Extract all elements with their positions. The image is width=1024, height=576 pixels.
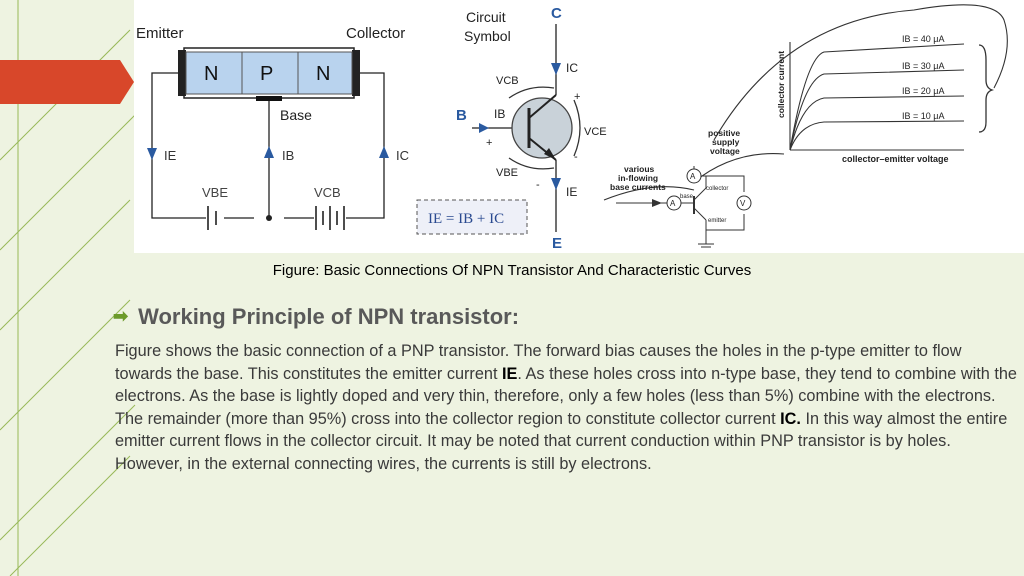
plus-sign-2: + (486, 137, 492, 149)
body-text: Figure shows the basic connection of a P… (115, 340, 1020, 476)
voltmeter: V (740, 199, 746, 208)
minus-sign-1: - (574, 151, 578, 163)
paragraph-2: The remainder (more than 95%) cross into… (115, 408, 1020, 476)
plus-sign-1: + (574, 91, 580, 103)
figure-caption: Figure: Basic Connections Of NPN Transis… (272, 262, 752, 279)
vcb-label-middle: VCB (496, 75, 519, 87)
heading-text: Working Principle of NPN transistor: (138, 304, 520, 329)
p1-text-a: Figure shows the basic connection of a P… (115, 342, 962, 383)
n-region-right: N (316, 63, 330, 85)
x-axis-label: collector–emitter voltage (842, 154, 949, 164)
curve-label-30: IB = 30 μA (902, 61, 944, 71)
p2-text-b: In this way almost the entire emitter cu… (115, 409, 1008, 473)
base-small-label: base (680, 194, 694, 200)
npn-block-diagram: Emitter Collector N P N Base (136, 25, 409, 230)
p1-text-b: . As these holes cross into n-type base,… (115, 364, 1017, 406)
e-terminal: E (552, 235, 562, 252)
curve-label-10: IB = 10 μA (902, 111, 944, 121)
p2-ic-term: IC. (780, 409, 801, 428)
supply-line-3: voltage (710, 146, 740, 156)
circuit-symbol-line2: Symbol (464, 28, 511, 44)
base-label: Base (280, 107, 312, 123)
section-heading: ➡ Working Principle of NPN transistor: (113, 304, 519, 330)
ib-label-left: IB (282, 148, 294, 163)
circuit-symbol-line1: Circuit (466, 9, 506, 25)
collector-label: Collector (346, 25, 405, 42)
curve-label-40: IB = 40 μA (902, 34, 944, 44)
paragraph-1: Figure shows the basic connection of a P… (115, 340, 1020, 408)
emitter-small-label: emitter (708, 218, 726, 224)
c-terminal: C (551, 5, 562, 22)
base-currents-line-1: various (624, 164, 655, 174)
ie-label-left: IE (164, 148, 177, 163)
b-terminal: B (456, 107, 467, 124)
ammeter-collector: A (690, 172, 696, 181)
vbe-label-middle: VBE (496, 167, 518, 179)
p1-ie-term: IE (502, 364, 518, 383)
supply-line-1: positive (708, 128, 740, 138)
base-currents-line-2: in-flowing (618, 173, 658, 183)
emitter-label: Emitter (136, 25, 184, 42)
ic-label-middle: IC (566, 61, 578, 75)
base-currents-line-3: base currents (610, 182, 666, 192)
characteristic-curves: collector current collector–emitter volt… (603, 4, 1008, 248)
vce-label-middle: VCE (584, 126, 607, 138)
red-arrow-banner (0, 60, 134, 104)
y-axis-label: collector current (776, 51, 786, 118)
supply-line-2: supply (712, 137, 740, 147)
arrow-bullet-icon: ➡ (113, 306, 129, 326)
vbe-label-left: VBE (202, 185, 228, 200)
ib-label-middle: IB (494, 107, 505, 121)
p2-text-a: The remainder (more than 95%) cross into… (115, 409, 781, 428)
ammeter-base: A (670, 199, 676, 208)
ie-label-middle: IE (566, 185, 577, 199)
p-region: P (260, 63, 273, 85)
current-equation: IE = IB + IC (428, 211, 504, 227)
figure-panel: Emitter Collector N P N Base (134, 0, 1024, 253)
collector-small-label: collector (706, 186, 728, 192)
n-region-left: N (204, 63, 218, 85)
minus-sign-2: - (536, 179, 540, 191)
vcb-label-left: VCB (314, 185, 341, 200)
curve-label-20: IB = 20 μA (902, 86, 944, 96)
ic-label-left: IC (396, 148, 409, 163)
circuit-symbol: Circuit Symbol C B E IC IB (416, 5, 607, 252)
decorative-lines (0, 0, 136, 576)
